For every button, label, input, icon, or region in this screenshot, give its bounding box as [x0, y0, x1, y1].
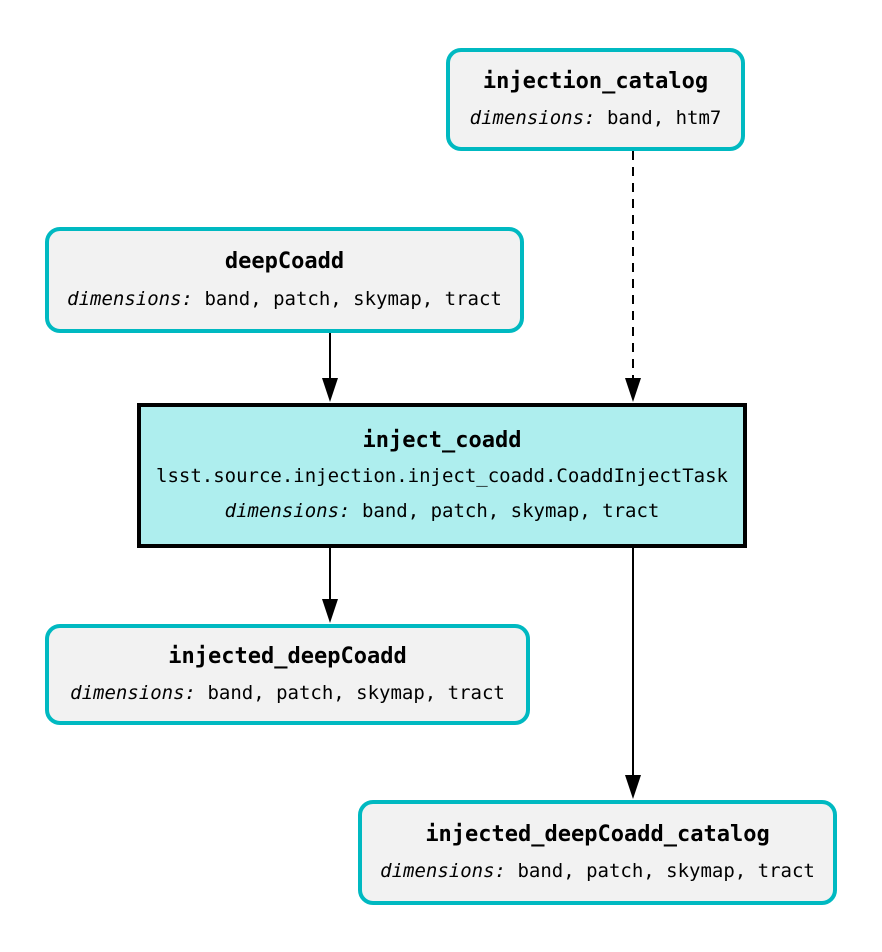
dimensions-value: band, patch, skymap, tract	[361, 500, 660, 523]
dimensions-label: dimensions:	[70, 682, 196, 705]
node-title: deepCoadd	[224, 249, 345, 275]
node-injected-deepcoadd-catalog: injected_deepCoadd_catalog dimensions: b…	[358, 800, 837, 905]
arrowhead-icon	[625, 378, 641, 402]
edge-deepcoadd-to-inject-coadd	[322, 333, 338, 402]
node-dimensions: dimensions: band, patch, skymap, tract	[67, 288, 502, 311]
edge-inject-coadd-to-injected-deepcoadd-catalog	[625, 548, 641, 799]
dimensions-label: dimensions:	[224, 500, 351, 523]
node-dimensions: dimensions: band, patch, skymap, tract	[225, 500, 660, 523]
node-injection-catalog: injection_catalog dimensions: band, htm7	[446, 48, 745, 151]
node-dimensions: dimensions: band, patch, skymap, tract	[380, 860, 815, 883]
node-title: injected_deepCoadd	[168, 643, 407, 669]
node-inject-coadd: inject_coadd lsst.source.injection.injec…	[137, 403, 747, 548]
node-dimensions: dimensions: band, patch, skymap, tract	[70, 682, 505, 705]
node-injected-deepcoadd: injected_deepCoadd dimensions: band, pat…	[45, 624, 530, 725]
arrowhead-icon	[322, 378, 338, 402]
dimensions-label: dimensions:	[380, 860, 506, 883]
node-deepcoadd: deepCoadd dimensions: band, patch, skyma…	[45, 227, 524, 333]
dimensions-value: band, patch, skymap, tract	[204, 287, 502, 310]
node-dimensions: dimensions: band, htm7	[470, 107, 722, 130]
node-title: injection_catalog	[482, 68, 709, 94]
dimensions-label: dimensions:	[469, 107, 596, 130]
dimensions-value: band, patch, skymap, tract	[207, 682, 505, 705]
arrowhead-icon	[625, 775, 641, 799]
edge-injection-catalog-to-inject-coadd	[625, 151, 641, 402]
dimensions-value: band, patch, skymap, tract	[517, 860, 815, 883]
dimensions-value: band, htm7	[606, 107, 722, 130]
dimensions-label: dimensions:	[67, 287, 193, 310]
task-class: lsst.source.injection.inject_coadd.Coadd…	[156, 465, 728, 488]
node-title: injected_deepCoadd_catalog	[425, 821, 770, 847]
arrowhead-icon	[322, 599, 338, 623]
node-title: inject_coadd	[362, 428, 522, 454]
edge-inject-coadd-to-injected-deepcoadd	[322, 548, 338, 623]
